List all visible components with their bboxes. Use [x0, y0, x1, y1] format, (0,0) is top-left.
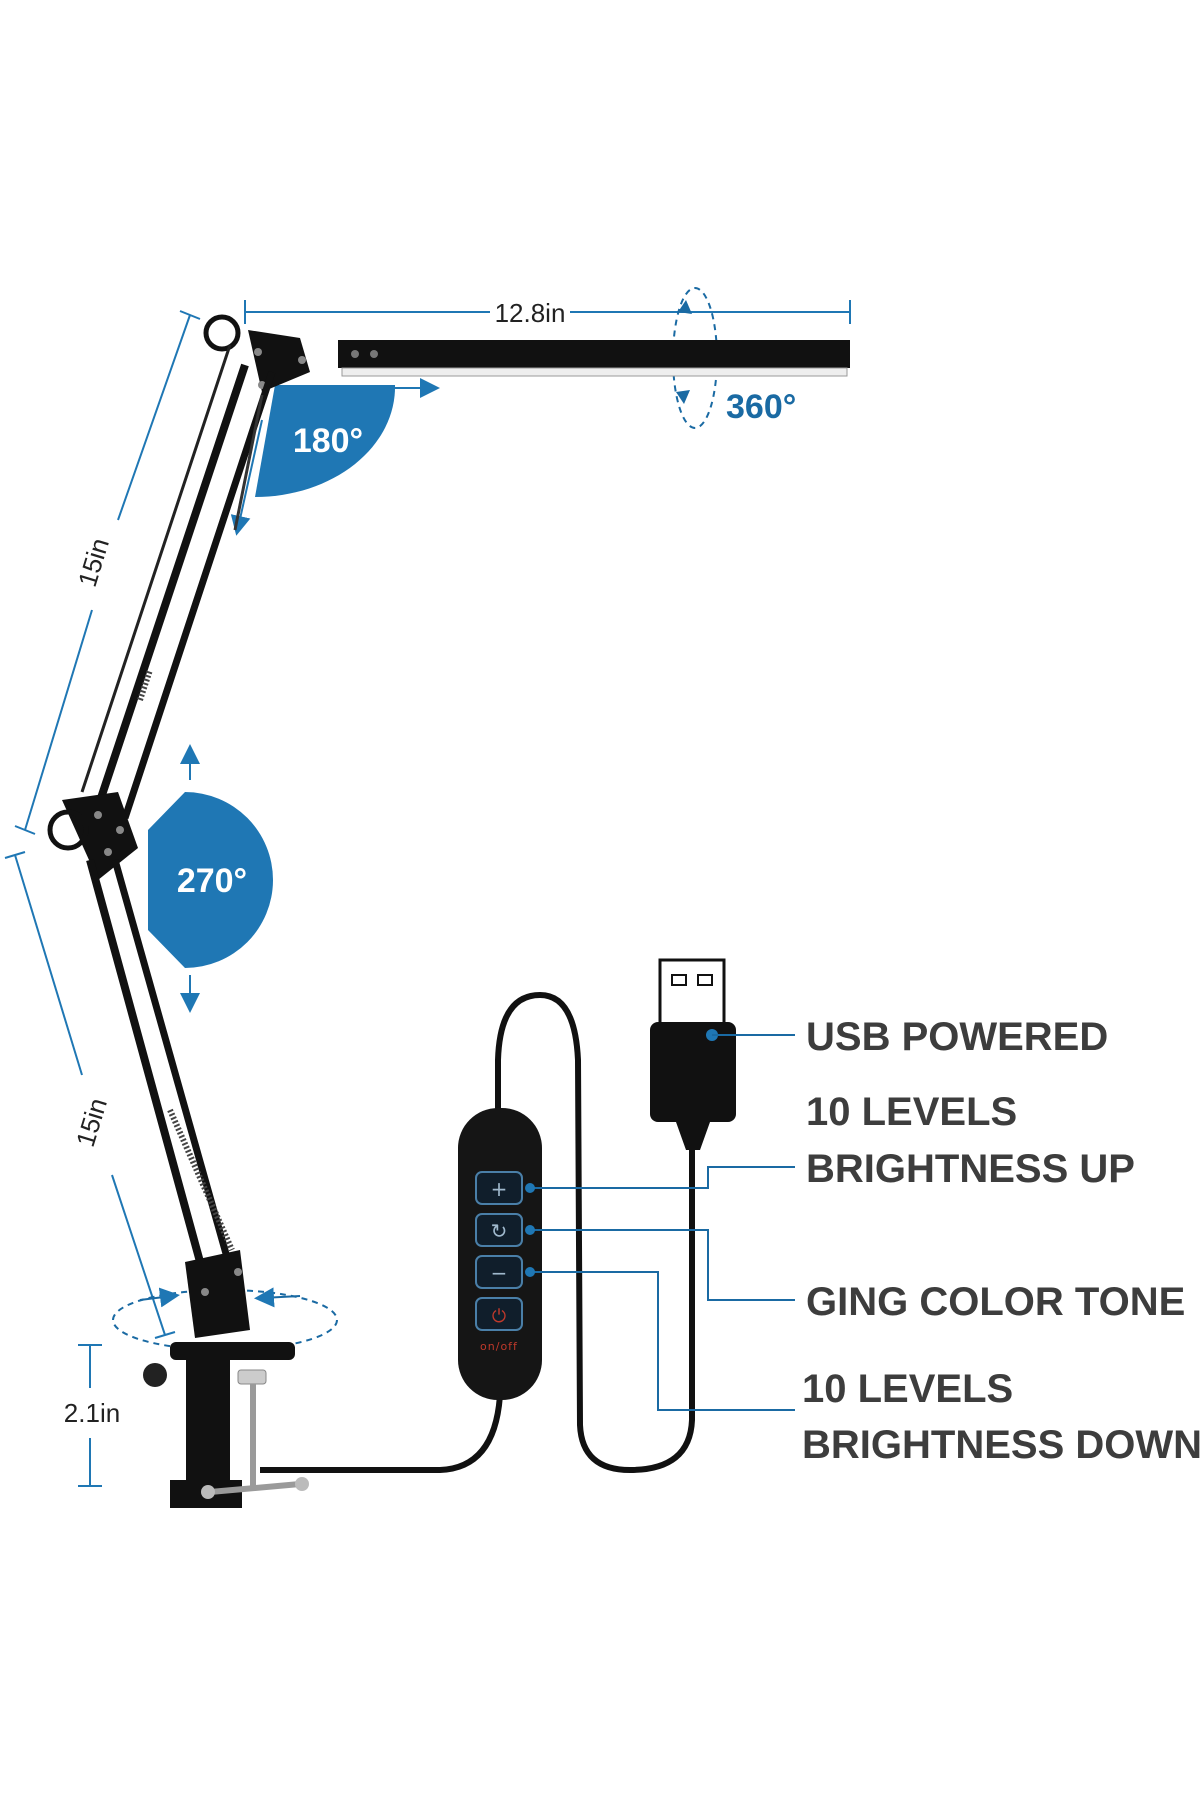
brightness-down-line2: BRIGHTNESS DOWN — [802, 1423, 1200, 1467]
callout-lines — [525, 1034, 795, 1411]
joint-rotation-disc — [185, 792, 273, 968]
head-rotation-disc — [255, 385, 396, 497]
lower-arm-length-label: 15in — [70, 1094, 113, 1150]
usb-powered-label: USB POWERED — [806, 1015, 1108, 1059]
cycle-icon: ↻ — [491, 1219, 508, 1243]
bar-length-label: 12.8in — [495, 298, 566, 328]
lower-arm-dimension: 15in — [4, 851, 176, 1339]
brightness-up-line1: 10 LEVELS — [806, 1090, 1017, 1134]
power-icon: ⏻ — [492, 1306, 506, 1327]
feature-labels: USB POWERED 10 LEVELS BRIGHTNESS UP GING… — [802, 1015, 1200, 1467]
head-rotation-indicator: 180° — [230, 378, 440, 536]
joint-rotation-indicator: 270° — [148, 744, 273, 1013]
bar-length-dimension: 12.8in — [244, 298, 851, 328]
clamp-body — [186, 1355, 230, 1495]
usb-plug — [650, 958, 736, 1150]
usb-connector-metal — [658, 958, 726, 1032]
power-label: on/off — [480, 1340, 518, 1353]
head-rotation-label: 180° — [293, 422, 363, 460]
plus-icon: + — [491, 1177, 508, 1201]
power-button[interactable] — [475, 1297, 523, 1331]
bar-rotation-label: 360° — [726, 388, 796, 426]
upper-arm-dimension: 15in — [14, 310, 201, 835]
joint-rotation-label: 270° — [177, 862, 247, 900]
color-tone-label: GING COLOR TONE — [806, 1280, 1185, 1324]
upper-arm-length-label: 15in — [72, 534, 115, 590]
light-bar — [338, 340, 850, 368]
clamp-height-label: 2.1in — [64, 1398, 120, 1428]
brightness-down-button[interactable] — [475, 1255, 523, 1289]
controller-body — [458, 1108, 542, 1400]
brightness-down-line1: 10 LEVELS — [802, 1367, 1013, 1411]
base-rotation-indicator — [112, 1287, 338, 1351]
usb-plug-housing — [650, 1022, 736, 1122]
minus-icon: − — [491, 1261, 508, 1285]
brightness-up-line2: BRIGHTNESS UP — [806, 1147, 1135, 1191]
lamp-body — [47, 314, 850, 1508]
color-tone-button[interactable] — [475, 1213, 523, 1247]
power-cable — [260, 991, 695, 1474]
inline-controller: + ↻ − ⏻ on/off — [458, 1108, 542, 1400]
brightness-up-button[interactable] — [475, 1171, 523, 1205]
clamp-height-dimension: 2.1in — [64, 1344, 120, 1487]
